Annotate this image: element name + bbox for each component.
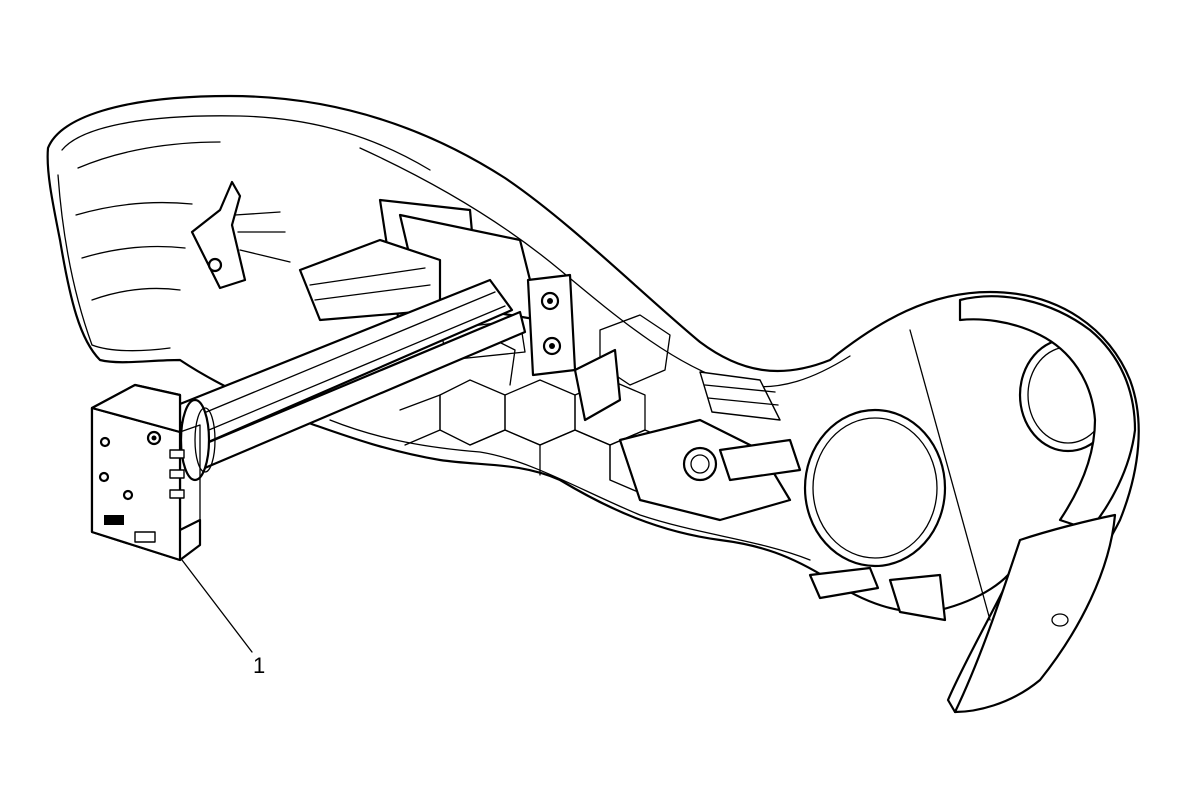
- panel-ribbing: [399, 314, 681, 496]
- mounting-bracket: [298, 198, 622, 422]
- callout-label-1: 1: [253, 653, 265, 678]
- upper-left-bracket: [190, 180, 291, 290]
- callout-1: 1: [181, 559, 265, 678]
- control-module: [90, 383, 202, 562]
- gauge-openings: [803, 295, 1137, 714]
- center-hub: [618, 371, 802, 522]
